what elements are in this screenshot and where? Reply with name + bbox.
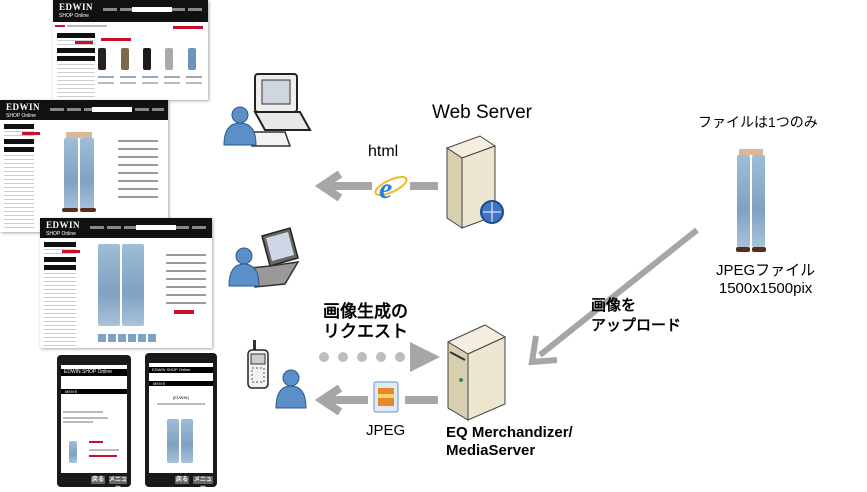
upload-arrow bbox=[528, 227, 699, 366]
mobile-title: EDWIN SHOP Online bbox=[61, 369, 127, 376]
web-server-icon bbox=[445, 135, 504, 229]
mobile-back-button[interactable]: 戻る bbox=[91, 476, 105, 484]
user-icon bbox=[228, 247, 260, 287]
mobile-screenshot-2: EDWIN SHOP Online MEN'S [EDWIN] 戻る メニュー bbox=[145, 353, 217, 491]
web-server-label: Web Server bbox=[432, 102, 532, 123]
html-response-arrow bbox=[314, 170, 438, 202]
mobile-section: MEN'S bbox=[149, 381, 213, 386]
mobile-back-button[interactable]: 戻る bbox=[175, 476, 189, 484]
source-file-label: JPEGファイル 1500x1500pix bbox=[716, 262, 816, 297]
jpeg-response-arrow bbox=[314, 384, 438, 416]
request-label: 画像生成の リクエスト bbox=[323, 302, 408, 341]
media-server-icon bbox=[446, 324, 507, 421]
mobile-screenshot-1: EDWIN SHOP Online MEN'S 戻る メニュー bbox=[57, 355, 131, 491]
request-arrow bbox=[319, 342, 440, 372]
user-icon bbox=[223, 106, 257, 146]
single-file-label: ファイルは1つのみ bbox=[698, 114, 818, 130]
user-icon bbox=[275, 369, 307, 409]
mobile-section: MEN'S bbox=[61, 389, 127, 394]
laptop-icon bbox=[249, 227, 300, 288]
internet-explorer-icon: e bbox=[374, 172, 408, 205]
jpeg-label: JPEG bbox=[366, 422, 406, 439]
mobile-menu-button[interactable]: メニュー bbox=[109, 476, 128, 491]
mobile-title: EDWIN SHOP Online bbox=[149, 367, 213, 373]
media-server-label: EQ Merchandizer/ MediaServer bbox=[446, 424, 573, 459]
html-label: html bbox=[368, 143, 399, 160]
upload-label: 画像を アップロード bbox=[591, 297, 682, 334]
mobile-phone-icon bbox=[247, 340, 269, 389]
desktop-computer-icon bbox=[244, 73, 312, 147]
mobile-menu-button[interactable]: メニュー bbox=[193, 476, 213, 491]
svg-text:e: e bbox=[379, 172, 392, 205]
image-file-icon bbox=[373, 381, 399, 413]
mobile-brand-link[interactable]: [EDWIN] bbox=[173, 395, 189, 400]
